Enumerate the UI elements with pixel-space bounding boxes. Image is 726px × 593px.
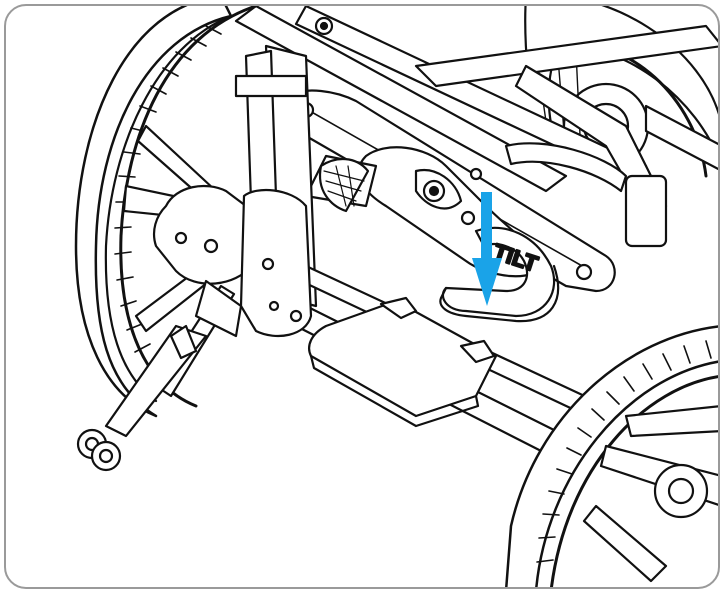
anti-tip-leg	[76, 324, 208, 472]
illustration-frame: TILT	[4, 4, 720, 589]
near-rear-wheel	[505, 325, 718, 587]
press-down-arrow	[472, 192, 502, 306]
leg-hinge	[152, 184, 313, 338]
wheelchair-tilt-illustration: TILT	[74, 6, 718, 587]
footplate	[308, 296, 498, 428]
tilt-crossbar: TILT	[277, 89, 616, 323]
upper-frame	[234, 6, 718, 248]
